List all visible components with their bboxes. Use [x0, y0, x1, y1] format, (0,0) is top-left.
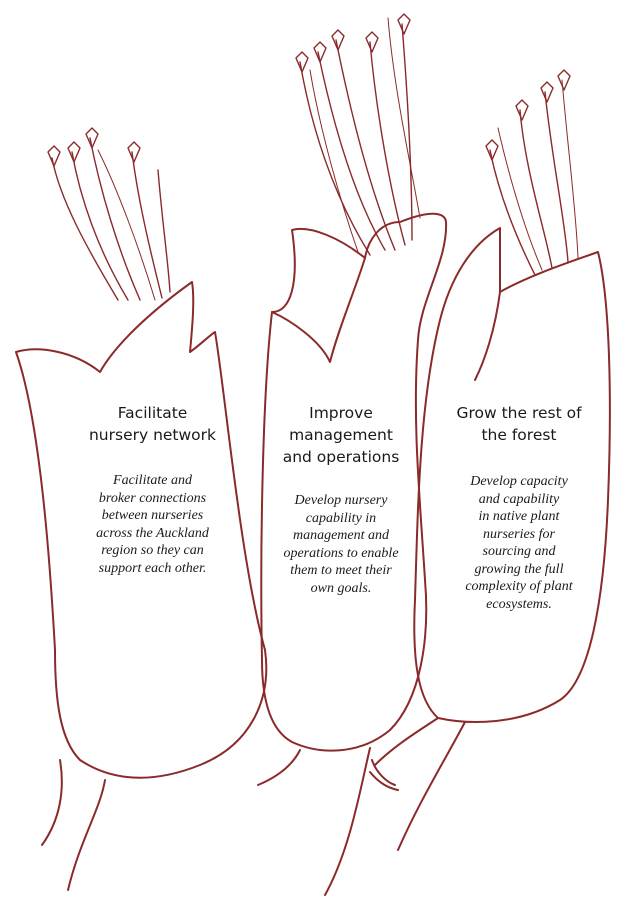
flower-left [15, 127, 268, 891]
flower-right [369, 69, 611, 851]
body-facilitate: Facilitate and broker connections betwee… [96, 473, 209, 576]
flower-middle [257, 13, 448, 896]
petal-middle [260, 212, 448, 752]
body-improve: Develop nursery capability in management… [283, 493, 399, 596]
stem-middle [257, 747, 371, 896]
heading-facilitate: Facilitate nursery network [88, 404, 217, 444]
heading-improve: Improve management and operations [282, 404, 400, 466]
column-grow: Grow the rest of the forest Develop capa… [449, 402, 589, 613]
stamens-left [47, 127, 171, 301]
column-facilitate: Facilitate nursery network Facilitate an… [80, 402, 225, 577]
column-improve: Improve management and operations Develo… [270, 402, 412, 597]
stamens-middle [295, 13, 421, 256]
heading-grow: Grow the rest of the forest [456, 404, 582, 444]
petal-left [15, 281, 268, 779]
stem-right [369, 717, 466, 851]
stamens-right [485, 69, 579, 276]
stem-left [41, 759, 106, 891]
petal-right-fold [474, 291, 501, 381]
petal-middle-fold [271, 257, 366, 363]
petal-right [413, 227, 611, 723]
body-grow: Develop capacity and capability in nativ… [465, 474, 573, 612]
